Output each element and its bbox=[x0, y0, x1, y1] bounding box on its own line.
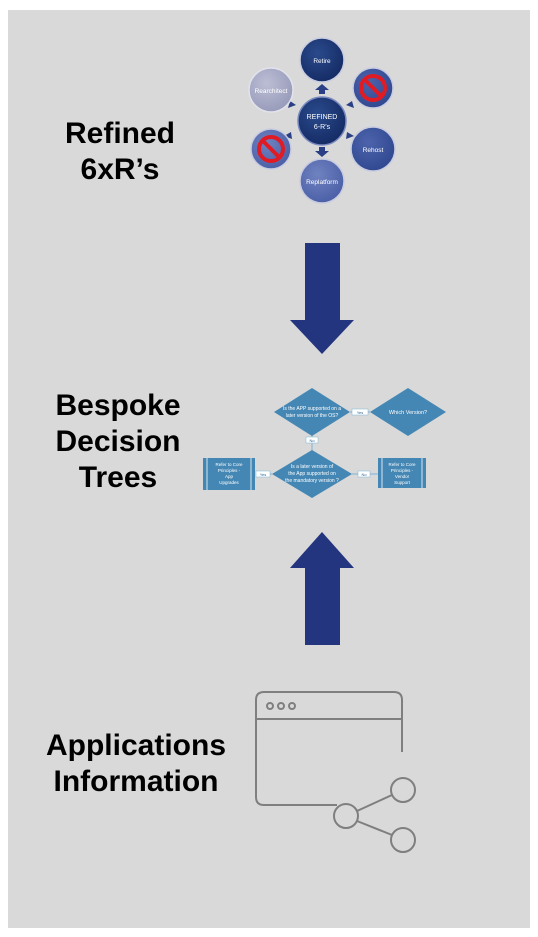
label-bespoke-line3: Trees bbox=[78, 461, 158, 494]
node-replatform-label: Replatform bbox=[306, 179, 338, 186]
label-apps-line2: Information bbox=[53, 765, 219, 798]
label-no-right: No bbox=[361, 472, 367, 477]
label-no-mid: No bbox=[309, 438, 315, 443]
box-right-line2: Principles - bbox=[391, 468, 414, 473]
window-frame bbox=[255, 691, 403, 806]
decision-tree: Yes No Yes No Is the APP supported on a … bbox=[203, 388, 446, 498]
connector-label-yes-left: Yes bbox=[255, 470, 271, 478]
refined-6rs-diagram: REFINED 6-R’s Retire Rehost Replatform bbox=[248, 37, 396, 204]
node-retire-label: Retire bbox=[313, 58, 331, 65]
box-left-line1: Refer to Core bbox=[215, 462, 243, 467]
prohibited-icon bbox=[257, 135, 285, 163]
box-left-line4: Upgrades bbox=[219, 480, 239, 485]
q3-line2: the App supported on bbox=[288, 471, 336, 477]
label-bespoke-line2: Decision bbox=[55, 425, 181, 458]
label-bespoke-line1: Bespoke bbox=[55, 389, 181, 422]
box-left-line3: App bbox=[225, 474, 234, 479]
connector-label-yes-top: Yes bbox=[351, 408, 369, 416]
window-dot-1 bbox=[266, 702, 274, 710]
box-right-line1: Refer to Core bbox=[388, 462, 416, 467]
label-applications-information: Applications Information bbox=[36, 728, 236, 800]
window-dot-3 bbox=[288, 702, 296, 710]
box-vendor-support: Refer to Core Principles - Vendor Suppor… bbox=[378, 458, 426, 488]
label-refined-line1: Refined bbox=[64, 117, 175, 150]
label-yes-left: Yes bbox=[260, 472, 267, 477]
q2-label: Which Version? bbox=[389, 410, 427, 416]
node-rearchitect-label: Rearchitect bbox=[255, 88, 288, 95]
label-refined-line2: 6xR’s bbox=[80, 153, 160, 186]
decision-q1: Is the APP supported on a later version … bbox=[274, 388, 350, 436]
center-label-line2: 6-R’s bbox=[314, 124, 331, 131]
connector-arrows bbox=[284, 84, 354, 157]
node-rehost: Rehost bbox=[350, 126, 396, 172]
down-arrow bbox=[290, 243, 354, 354]
box-right-line3: Vendor bbox=[395, 474, 410, 479]
application-window-share-icon bbox=[255, 691, 416, 853]
q3-line3: the mandatory version ? bbox=[285, 478, 339, 484]
node-replatform: Replatform bbox=[299, 158, 345, 204]
decision-q2: Which Version? bbox=[370, 388, 446, 436]
window-dot-2 bbox=[277, 702, 285, 710]
node-rehost-label: Rehost bbox=[363, 147, 384, 154]
label-refined-6xrs: Refined 6xR’s bbox=[40, 116, 200, 188]
up-arrow bbox=[290, 532, 354, 645]
connector-label-no-mid: No bbox=[305, 436, 319, 444]
q1-line2: later version of the OS? bbox=[286, 413, 339, 419]
node-rearchitect: Rearchitect bbox=[248, 67, 294, 113]
node-retire: Retire bbox=[299, 37, 345, 83]
center-node: REFINED 6-R’s bbox=[297, 96, 347, 146]
prohibited-icon bbox=[359, 74, 387, 102]
label-bespoke-decision-trees: Bespoke Decision Trees bbox=[40, 388, 196, 496]
label-yes-top: Yes bbox=[357, 410, 364, 415]
box-right-line4: Support bbox=[394, 480, 411, 485]
q1-line1: Is the APP supported on a bbox=[283, 406, 341, 412]
connector-label-no-right: No bbox=[357, 470, 371, 478]
center-label-line1: REFINED bbox=[307, 114, 338, 121]
box-app-upgrades: Refer to Core Principles - App Upgrades bbox=[203, 458, 255, 490]
decision-q3: Is a later version of the App supported … bbox=[272, 450, 352, 498]
node-blocked-top-right bbox=[352, 67, 394, 109]
box-left-line2: Principles - bbox=[218, 468, 241, 473]
node-blocked-left bbox=[250, 128, 292, 170]
label-apps-line1: Applications bbox=[45, 729, 226, 762]
share-icon bbox=[333, 777, 416, 853]
q3-line1: Is a later version of bbox=[291, 464, 334, 470]
